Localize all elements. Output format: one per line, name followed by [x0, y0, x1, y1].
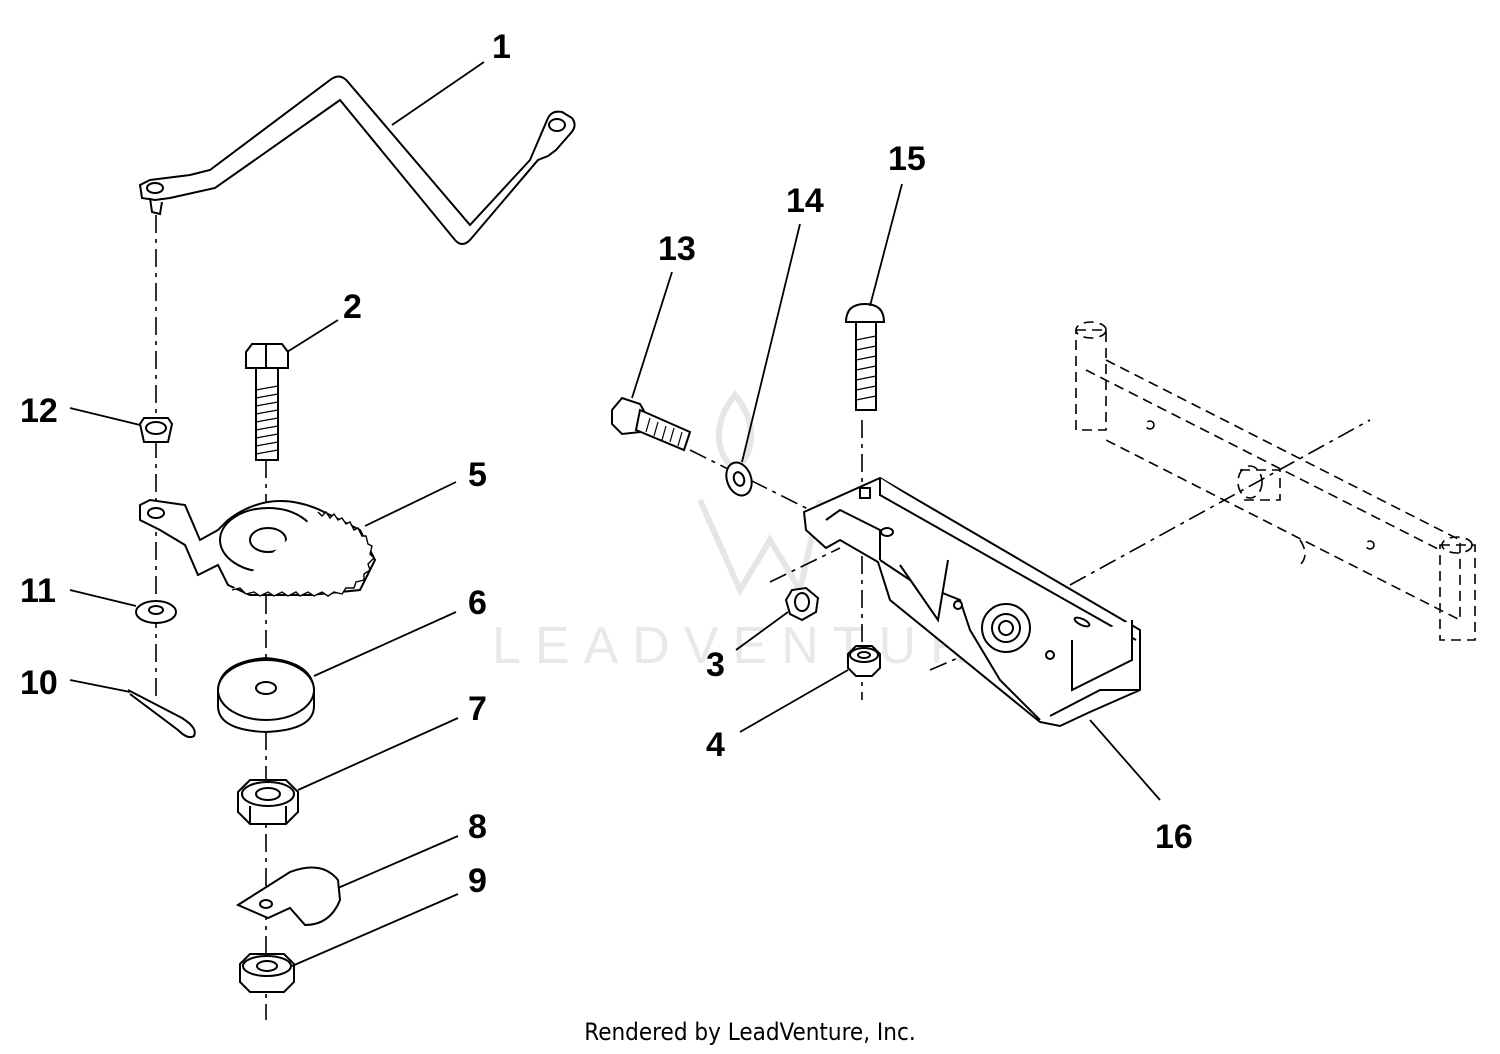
part-bracket	[802, 476, 1141, 728]
leader-lines	[69, 61, 1161, 967]
part-cotter-pin	[127, 689, 196, 739]
callout-8: 8	[468, 808, 487, 846]
callout-7: 7	[468, 690, 487, 728]
callout-labels: 1 2 12 5 11 6 10 7 8 9 13 14 15 3 4 16	[20, 28, 1193, 900]
callout-14: 14	[786, 182, 824, 220]
callout-3: 3	[706, 646, 725, 684]
callout-2: 2	[343, 288, 362, 326]
part-bolt-13	[611, 396, 692, 452]
part-axle-phantom	[1075, 321, 1476, 641]
callout-13: 13	[658, 230, 696, 268]
callout-5: 5	[468, 456, 487, 494]
callout-4: 4	[706, 726, 725, 764]
part-carriage-bolt	[844, 302, 886, 411]
part-washer-11	[135, 600, 177, 624]
callout-9: 9	[468, 862, 487, 900]
part-sector-gear	[139, 498, 377, 597]
part-nut-3	[784, 586, 820, 622]
part-disc	[217, 656, 315, 734]
callout-16: 16	[1155, 818, 1193, 856]
watermark-logo	[697, 390, 823, 598]
part-control-rod	[138, 75, 576, 245]
callout-10: 10	[20, 664, 58, 702]
part-flange-nut	[138, 417, 174, 443]
callout-15: 15	[888, 140, 926, 178]
callout-6: 6	[468, 584, 487, 622]
callout-12: 12	[20, 392, 58, 430]
callout-11: 11	[20, 572, 56, 610]
part-hex-nut-7	[237, 779, 299, 825]
footer-credit: Rendered by LeadVenture, Inc.	[584, 1018, 916, 1046]
part-nut-4	[847, 645, 881, 677]
part-bolt-2	[245, 343, 289, 461]
part-washer-14	[725, 461, 753, 497]
part-hex-nut-9	[239, 953, 295, 993]
part-clip	[235, 866, 342, 927]
callout-1: 1	[492, 28, 511, 66]
